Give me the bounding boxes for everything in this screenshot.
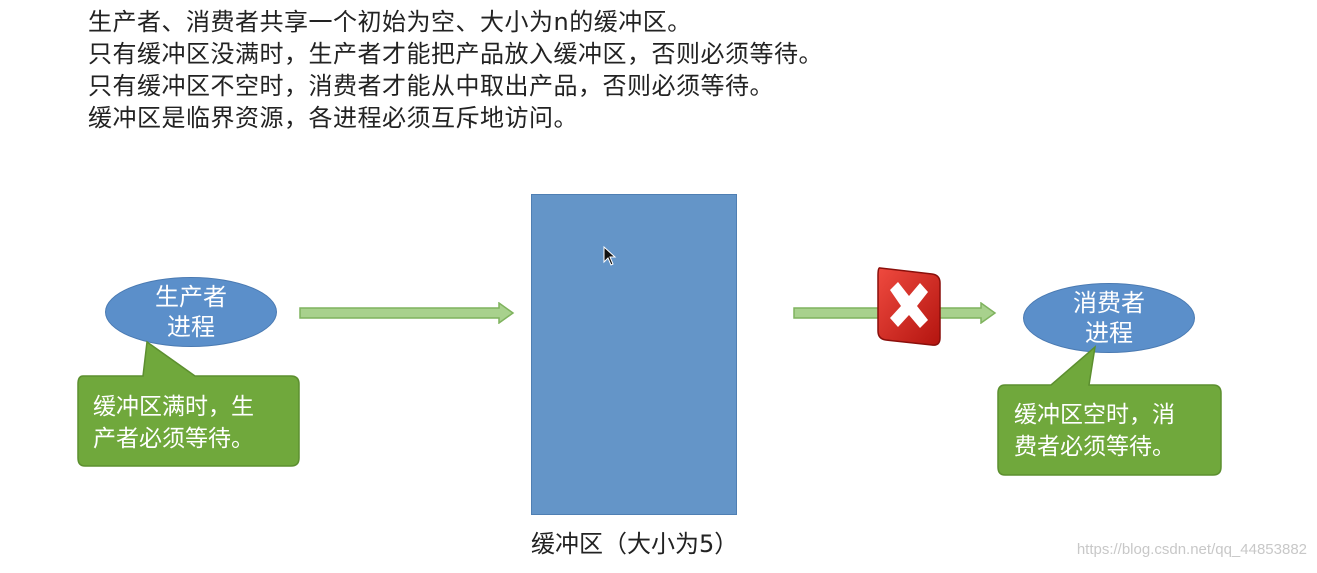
producer-label-line1: 生产者 <box>155 283 227 311</box>
intro-line: 缓冲区是临界资源，各进程必须互斥地访问。 <box>88 104 578 132</box>
consumer-callout-bubble <box>997 345 1222 476</box>
consumer-callout-line2: 费者必须等待。 <box>1014 434 1175 460</box>
consumer-process-node: 消费者 进程 <box>1023 283 1195 353</box>
producer-label-line2: 进程 <box>167 313 215 341</box>
producer-process-node: 生产者 进程 <box>105 277 277 347</box>
mouse-cursor-icon <box>603 246 617 266</box>
buffer-caption: 缓冲区（大小为5） <box>531 530 739 558</box>
intro-text: 生产者、消费者共享一个初始为空、大小为n的缓冲区。 只有缓冲区没满时，生产者才能… <box>88 6 823 134</box>
buffer-box <box>531 194 737 515</box>
consumer-callout-text: 缓冲区空时，消 费者必须等待。 <box>1014 399 1175 463</box>
consumer-label-line1: 消费者 <box>1073 289 1145 317</box>
producer-callout-text: 缓冲区满时，生 产者必须等待。 <box>93 391 254 455</box>
watermark: https://blog.csdn.net/qq_44853882 <box>1076 541 1307 558</box>
close-x-icon <box>877 267 941 346</box>
intro-line: 生产者、消费者共享一个初始为空、大小为n的缓冲区。 <box>88 8 692 36</box>
consumer-callout-line1: 缓冲区空时，消 <box>1014 402 1175 428</box>
producer-callout-line1: 缓冲区满时，生 <box>93 394 254 420</box>
producer-callout-bubble <box>77 340 300 467</box>
producer-callout-line2: 产者必须等待。 <box>93 426 254 452</box>
intro-line: 只有缓冲区没满时，生产者才能把产品放入缓冲区，否则必须等待。 <box>88 40 823 68</box>
producer-to-buffer-arrow <box>299 302 515 324</box>
consumer-label-line2: 进程 <box>1085 319 1133 347</box>
intro-line: 只有缓冲区不空时，消费者才能从中取出产品，否则必须等待。 <box>88 72 774 100</box>
